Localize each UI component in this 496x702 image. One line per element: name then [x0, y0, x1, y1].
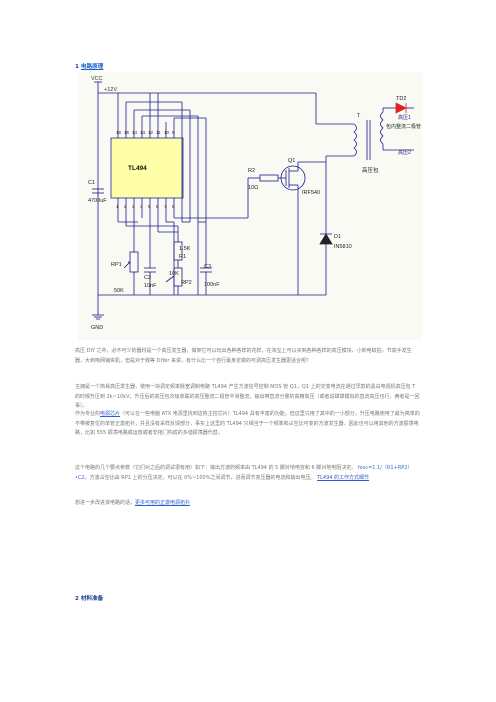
- paragraph-chip-post: （可以在一些电脑 ATX 电源里找到这枚主控芯片）TL494 具有丰富的功能，但…: [75, 411, 420, 436]
- t-label: T: [357, 113, 361, 119]
- paragraph-intro: 高压 DIY 之中，必不可少的器材是一个高压发生器，做架它可以玩出各种各样的花样…: [75, 347, 420, 366]
- td2-value: 包内整流二极管: [386, 123, 421, 130]
- hv1-label: 高压1: [398, 114, 411, 121]
- pin-11: 11: [156, 130, 161, 135]
- pin-10: 10: [164, 130, 170, 135]
- paragraph-improve: 想进一步改进该电路的话，更多可用的正激电源拓扑: [75, 499, 420, 509]
- c1-label: C1: [88, 180, 95, 186]
- pin-15: 15: [124, 130, 130, 135]
- r1-value: 1.5K: [179, 246, 191, 252]
- pin-9: 9: [172, 130, 175, 135]
- rp2-label: RP2: [181, 280, 192, 286]
- pin-1: 1: [116, 204, 119, 209]
- pin-2: 2: [124, 204, 127, 209]
- section-1-title-link[interactable]: 电路原理: [80, 64, 104, 70]
- gnd-label: GND: [91, 325, 103, 331]
- hv2-label: 高压2: [398, 149, 411, 156]
- section-1-heading: 1 电路原理: [75, 62, 103, 70]
- r2-label: R2: [248, 168, 255, 174]
- c1-value: 4700uF: [88, 198, 107, 204]
- r2-value: 10Ω: [248, 185, 258, 191]
- vcc-label: VCC: [91, 76, 103, 82]
- pin-3: 3: [132, 204, 135, 209]
- topology-link[interactable]: 更多可用的正激电源拓扑: [135, 500, 191, 506]
- circuit-schematic: VCC +12V TL494 C1 4700uF GND R2 10Ω Q1 I…: [78, 72, 422, 340]
- pin-5: 5: [148, 204, 151, 209]
- rp1-label: RP1: [111, 262, 122, 268]
- paragraph-duty-text: 方波占空比由 RP1 上的分压决定，可以在 0%~100%之间调节，进而调节变压…: [89, 474, 316, 481]
- section-2-heading: 2 材料准备: [75, 594, 103, 602]
- power-chip-link[interactable]: 电源芯片: [100, 411, 121, 417]
- paragraph-parameters: 这个电路的几个要点参数（它们对之后的调试很有用）如下：输出方波的频率由 TL49…: [75, 464, 420, 483]
- rp2-value: 10K: [169, 271, 179, 277]
- pin-7: 7: [164, 204, 167, 209]
- td2-label: TD2: [396, 96, 406, 102]
- q1-label: Q1: [288, 158, 295, 164]
- pin-16: 16: [116, 130, 122, 135]
- paragraph-parameters-text: 这个电路的几个要点参数（它们对之后的调试很有用）如下：输出方波的频率由 TL49…: [75, 465, 357, 471]
- c2-value: 10nF: [144, 283, 157, 289]
- paragraph-principle: 主拥是一个简易高压发生器，使用一块调定频率脉宽调制电路 TL494 产生方波信号…: [75, 383, 420, 412]
- section-2-title: 材料准备: [80, 596, 104, 602]
- pin-4: 4: [140, 204, 143, 209]
- tl494-details-link[interactable]: TL494 的工作方式细节: [317, 474, 370, 481]
- d1-label: D1: [334, 234, 341, 240]
- paragraph-chip-pre: 作为专业的: [75, 411, 101, 417]
- schematic-svg: VCC +12V TL494 C1 4700uF GND R2 10Ω Q1 I…: [88, 76, 421, 331]
- section-1-number: 1: [75, 64, 79, 70]
- ic-label: TL494: [128, 165, 147, 172]
- pin-14: 14: [132, 130, 138, 135]
- hv-coil-label: 高压包: [362, 166, 379, 174]
- c3-value: 100nF: [204, 282, 220, 288]
- paragraph-intro-text: 高压 DIY 之中，必不可少的器材是一个高压发生器，做架它可以玩出各种各样的花样…: [75, 348, 412, 364]
- paragraph-improve-text: 想进一步改进该电路的话，: [75, 500, 136, 506]
- pin-6: 6: [156, 204, 159, 209]
- d1-value: IN5810: [334, 244, 352, 250]
- frequency-formula: fosc=1.1/（R1+RP2）•C2，: [75, 465, 413, 481]
- pin-8: 8: [172, 204, 175, 209]
- v12-label: +12V: [104, 87, 117, 93]
- paragraph-principle-text: 主拥是一个简易高压发生器，使用一块调定频率脉宽调制电路 TL494 产生方波信号…: [75, 384, 420, 409]
- r1-label: R1: [179, 254, 186, 260]
- rp1-value: 50K: [114, 288, 124, 294]
- pin-12: 12: [148, 130, 154, 135]
- q1-value: IRF540: [302, 190, 320, 196]
- c3-label: C3: [204, 264, 211, 270]
- section-2-number: 2: [75, 596, 79, 602]
- pin-13: 13: [140, 130, 146, 135]
- c2-label: C2: [144, 275, 151, 281]
- paragraph-chip: 作为专业的电源芯片（可以在一些电脑 ATX 电源里找到这枚主控芯片）TL494 …: [75, 410, 420, 439]
